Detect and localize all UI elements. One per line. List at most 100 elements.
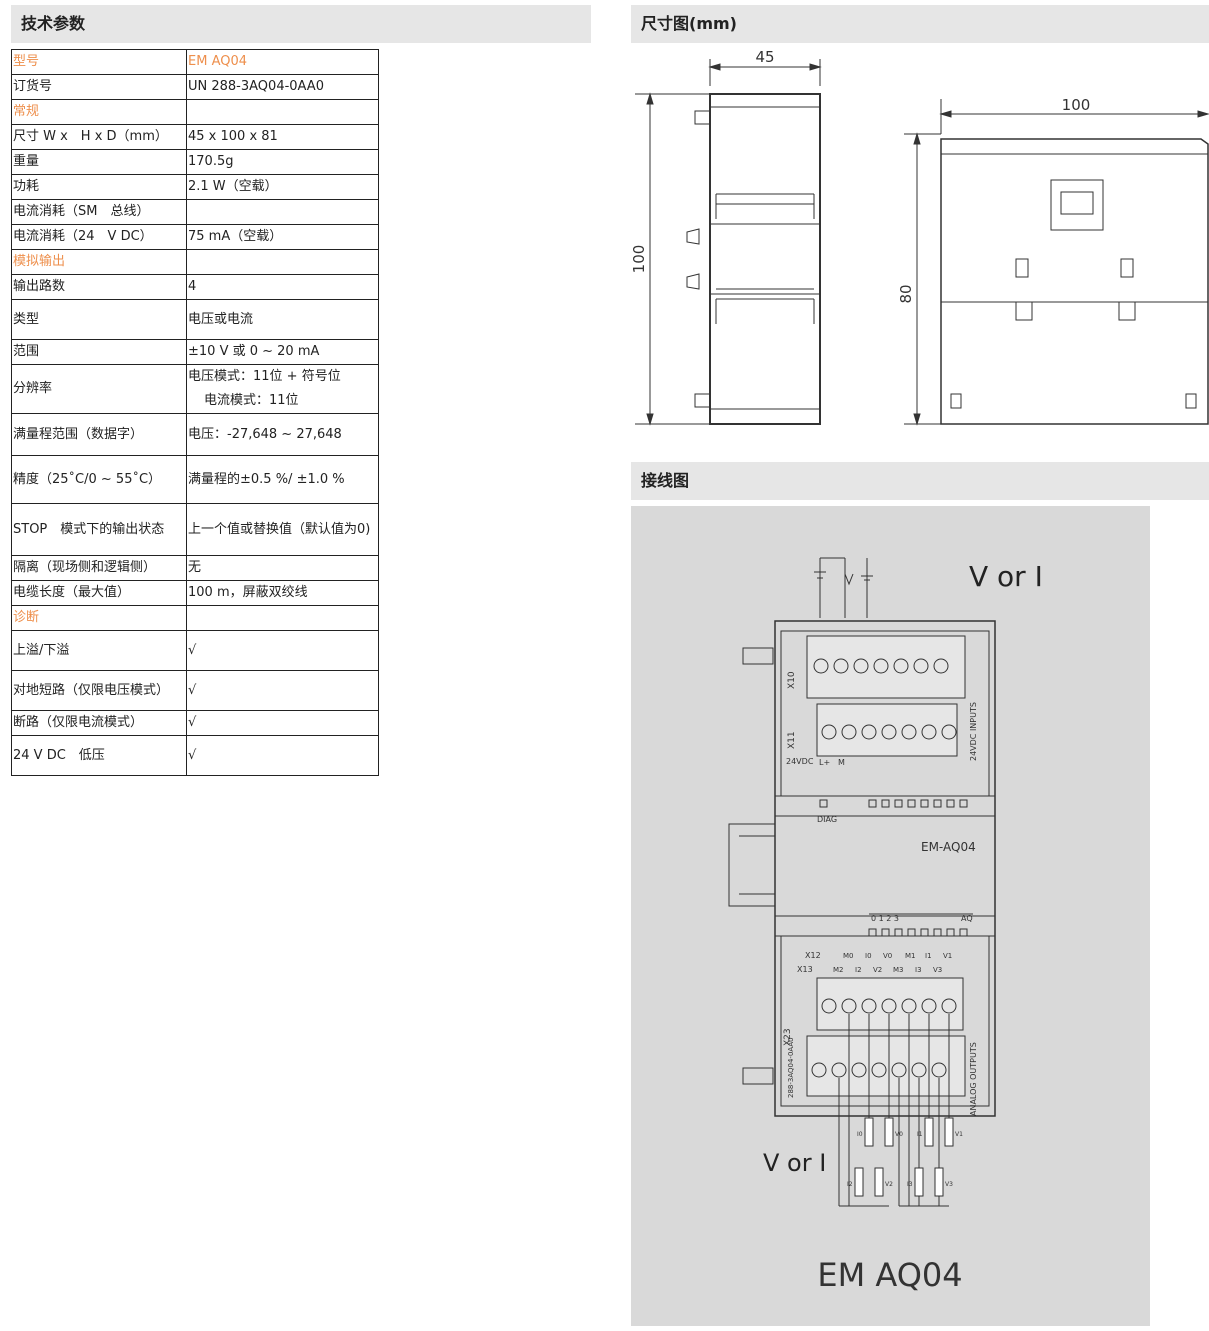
spec-value: 无 (186, 555, 379, 581)
row2-i3: I3 (915, 966, 922, 974)
spec-label: 24 V DC 低压 (11, 735, 187, 776)
spec-row: 尺寸 W x H x D（mm）45 x 100 x 81 (11, 124, 379, 150)
dim-width-label: 45 (755, 48, 774, 66)
spec-label: 隔离（现场侧和逻辑侧） (11, 555, 187, 581)
spec-value: UN 288-3AQ04-0AA0 (186, 74, 379, 100)
row1-v0: V0 (883, 952, 892, 960)
spec-label: 范围 (11, 339, 187, 365)
load-v3: V3 (945, 1181, 953, 1188)
spec-value: 170.5g (186, 149, 379, 175)
spec-row: 电缆长度（最大值）100 m，屏蔽双绞线 (11, 580, 379, 606)
lplus-label: L+ (819, 758, 830, 767)
channels-label: 0 1 2 3 (871, 914, 899, 923)
spec-value: EM AQ04 (186, 49, 379, 75)
spec-value: 满量程的±0.5 %/ ±1.0 % (186, 455, 379, 504)
spec-row: 诊断 (11, 605, 379, 631)
spec-value: √ (186, 710, 379, 736)
load-i2: I2 (847, 1181, 853, 1188)
row1-m0: M0 (843, 952, 854, 960)
row1-v1: V1 (943, 952, 952, 960)
spec-label: 电缆长度（最大值） (11, 580, 187, 606)
dim-depth-label: 100 (1062, 96, 1091, 114)
spec-value: √ (186, 630, 379, 671)
spec-value (186, 199, 379, 225)
load-v2: V2 (885, 1181, 893, 1188)
spec-value (186, 605, 379, 631)
x13-label: X13 (797, 965, 813, 974)
spec-value: 45 x 100 x 81 (186, 124, 379, 150)
spec-row: 满量程范围（数据字）电压：-27,648 ~ 27,648 (11, 413, 379, 456)
spec-label: 电流消耗（SM 总线） (11, 199, 187, 225)
spec-value: 75 mA（空载） (186, 224, 379, 250)
spec-label: 诊断 (11, 605, 187, 631)
inputs-label: 24VDC INPUTS (969, 702, 978, 761)
spec-row: 类型电压或电流 (11, 299, 379, 340)
power-label: 24VDC (786, 757, 814, 766)
dimension-svg: 45 100 100 80 (630, 48, 1209, 426)
outputs-label: ANALOG OUTPUTS (969, 1042, 978, 1116)
wiring-diagram: X10 X11 X23 24VDC INPUTS ANALOG OUTPUTS … (631, 506, 1150, 1326)
x23-label: X23 (783, 1028, 793, 1046)
spec-label: 模拟输出 (11, 249, 187, 275)
spec-value: 100 m，屏蔽双绞线 (186, 580, 379, 606)
spec-value: 2.1 W（空载） (186, 174, 379, 200)
spec-row: 分辨率电压模式：11位 + 符号位电流模式：11位 (11, 364, 379, 414)
load-i1: I1 (917, 1131, 923, 1138)
spec-label: 断路（仅限电流模式） (11, 710, 187, 736)
x11-label: X11 (787, 731, 797, 749)
spec-label: STOP 模式下的输出状态 (11, 503, 187, 556)
spec-row: STOP 模式下的输出状态上一个值或替换值（默认值为0) (11, 503, 379, 556)
spec-row: 常规 (11, 99, 379, 125)
row2-v3: V3 (933, 966, 942, 974)
load-v1: V1 (955, 1131, 963, 1138)
load-i3: I3 (907, 1181, 913, 1188)
spec-label: 输出路数 (11, 274, 187, 300)
spec-value: ±10 V 或 0 ~ 20 mA (186, 339, 379, 365)
spec-value (186, 99, 379, 125)
spec-label: 精度（25˚C/0 ~ 55˚C） (11, 455, 187, 504)
row2-i2: I2 (855, 966, 862, 974)
spec-label: 电流消耗（24 V DC） (11, 224, 187, 250)
spec-value-line: 电压模式：11位 + 符号位 (188, 369, 341, 384)
spec-label: 对地短路（仅限电压模式） (11, 670, 187, 711)
spec-value: √ (186, 735, 379, 776)
spec-label: 重量 (11, 149, 187, 175)
wiring-svg: X10 X11 X23 24VDC INPUTS ANALOG OUTPUTS … (728, 557, 1043, 1294)
spec-label: 满量程范围（数据字） (11, 413, 187, 456)
spec-row: 模拟输出 (11, 249, 379, 275)
spec-row: 上溢/下溢√ (11, 630, 379, 671)
spec-value: 电压：-27,648 ~ 27,648 (186, 413, 379, 456)
spec-label: 功耗 (11, 174, 187, 200)
spec-row: 断路（仅限电流模式）√ (11, 710, 379, 736)
spec-label: 上溢/下溢 (11, 630, 187, 671)
load-v0: V0 (895, 1131, 903, 1138)
spec-label: 分辨率 (11, 364, 187, 414)
spec-row: 精度（25˚C/0 ~ 55˚C）满量程的±0.5 %/ ±1.0 % (11, 455, 379, 504)
model-caption: EM AQ04 (817, 1256, 962, 1294)
spec-value-line: 电流模式：11位 (204, 393, 299, 408)
aq-label: AQ (961, 914, 973, 923)
x10-label: X10 (787, 671, 797, 689)
row2-m3: M3 (893, 966, 904, 974)
specs-section-header: 技术参数 (11, 5, 591, 43)
spec-label: 订货号 (11, 74, 187, 100)
spec-label: 常规 (11, 99, 187, 125)
dimensions-section-header: 尺寸图(mm) (631, 5, 1209, 43)
row1-i1: I1 (925, 952, 932, 960)
load-i0: I0 (857, 1131, 863, 1138)
spec-value: 4 (186, 274, 379, 300)
spec-row: 电流消耗（SM 总线） (11, 199, 379, 225)
spec-row: 隔离（现场侧和逻辑侧）无 (11, 555, 379, 581)
spec-row: 范围±10 V 或 0 ~ 20 mA (11, 339, 379, 365)
x12-label: X12 (805, 951, 821, 960)
spec-value (186, 249, 379, 275)
row1-i0: I0 (865, 952, 872, 960)
spec-value: 电压模式：11位 + 符号位电流模式：11位 (186, 364, 379, 414)
row2-v2: V2 (873, 966, 882, 974)
spec-row: 对地短路（仅限电压模式）√ (11, 670, 379, 711)
